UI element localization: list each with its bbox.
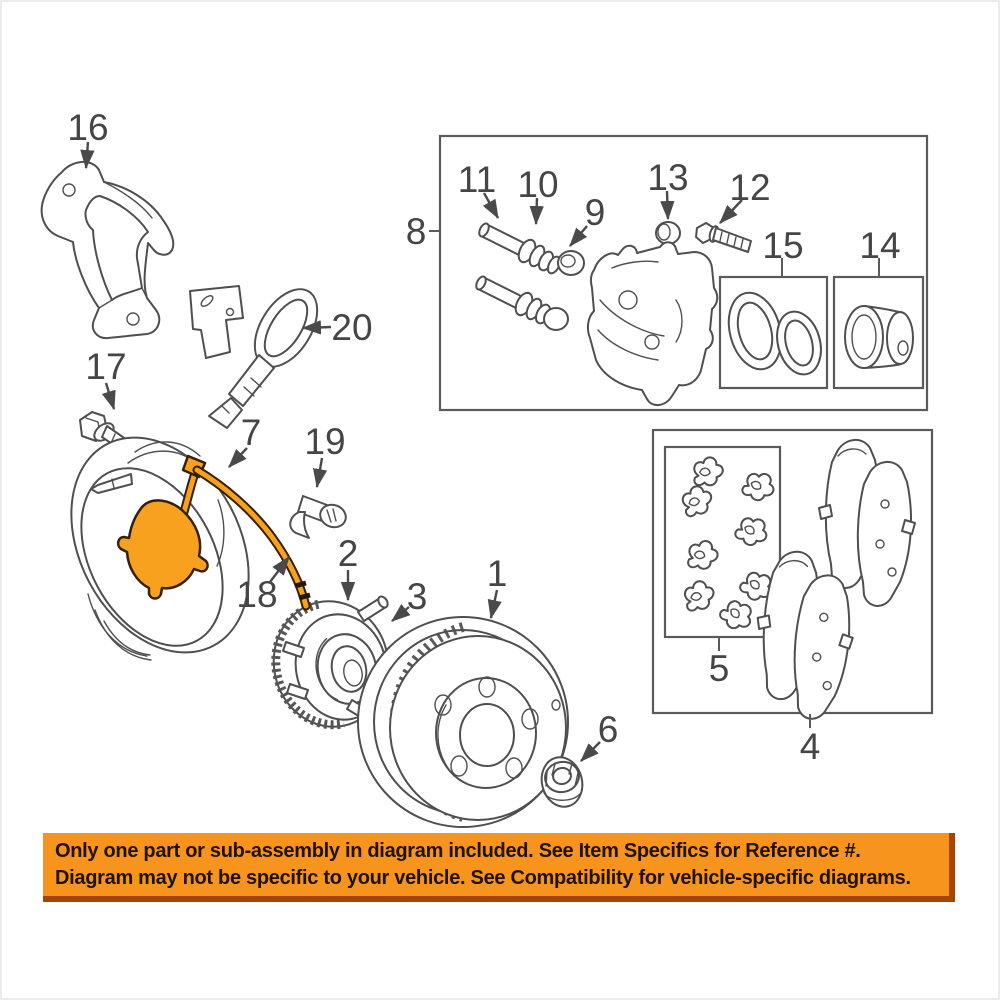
callout-20: 20 [331,307,372,348]
callout-7: 7 [241,412,262,453]
callout-9: 9 [585,192,606,233]
callout-18: 18 [236,574,277,615]
part-12-bleeder-screw [695,222,752,253]
caliper-body [586,241,719,406]
callout-14: 14 [859,225,900,266]
part-11-guide-pin-upper [478,222,585,276]
callout-15: 15 [762,225,803,266]
highlighted-sensor-and-wire [116,454,311,611]
callout-19: 19 [304,421,345,462]
disclaimer-line-2: Diagram may not be specific to your vehi… [55,867,911,889]
callout-11: 11 [458,159,496,200]
box-5-hardware-kit [663,445,782,639]
callout-13: 13 [647,157,688,198]
callout-17: 17 [85,346,126,387]
callout-3: 3 [407,576,428,617]
part-11-guide-pin-lower [475,275,569,331]
part-19-clip [289,495,347,539]
callout-1: 1 [487,553,508,594]
callout-12: 12 [729,167,770,208]
disclaimer-line-1: Only one part or sub-assembly in diagram… [55,840,861,862]
part-6-spindle-nut [540,756,584,808]
callout-16: 16 [67,107,108,148]
part-20-abs-sensor [189,285,319,429]
callout-6: 6 [598,709,619,750]
box-14-piston [832,275,925,390]
callout-2: 2 [338,533,359,574]
box-15-seal-kit [718,275,829,390]
callout-arrows [80,141,880,762]
callout-10: 10 [517,164,558,205]
callout-4: 4 [800,726,821,767]
callout-5: 5 [709,648,730,689]
callout-labels: 16 20 17 7 19 18 2 3 1 6 8 11 10 9 13 12… [67,107,900,767]
box-4-pad-kit [651,428,934,722]
box-8-caliper-group [438,134,929,412]
disclaimer-banner: Only one part or sub-assembly in diagram… [43,833,955,902]
part-1-brake-rotor [357,616,569,828]
callout-8: 8 [406,211,427,252]
part-16-caliper-bracket [40,161,175,340]
part-13-cap [655,221,681,245]
